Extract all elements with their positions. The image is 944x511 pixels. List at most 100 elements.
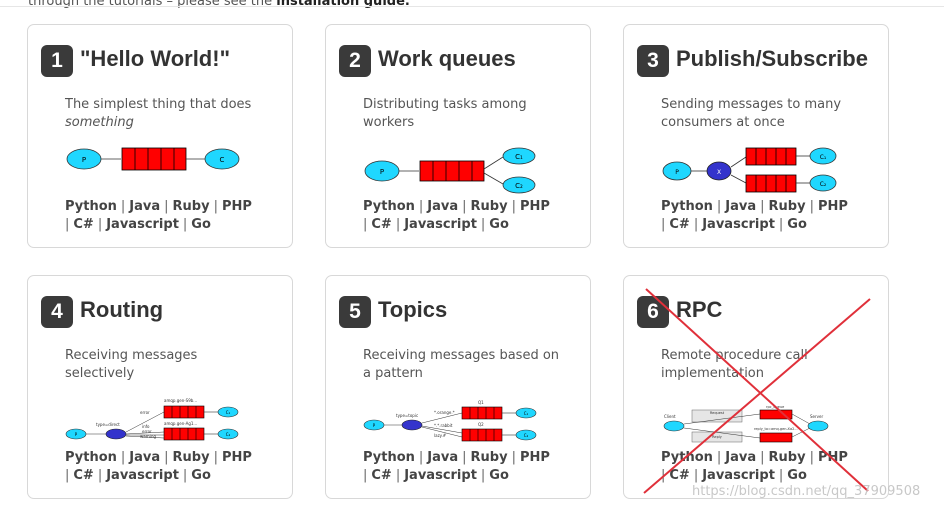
tutorial-card-publish-subscribe[interactable]: 3 Publish/Subscribe Sending messages to … — [623, 24, 889, 248]
lang-ruby[interactable]: Ruby — [768, 199, 806, 214]
exchange-node — [401, 419, 423, 431]
lang-ruby[interactable]: Ruby — [470, 450, 508, 465]
lang-php[interactable]: PHP — [519, 450, 550, 465]
lang-java[interactable]: Java — [427, 199, 459, 214]
tutorial-number: 2 — [339, 45, 371, 77]
producer-label: P — [373, 423, 376, 428]
consumer-2-node — [515, 429, 537, 441]
lang-go[interactable]: Go — [191, 217, 211, 232]
queue-2 — [745, 174, 797, 193]
lang-python[interactable]: Python — [65, 199, 117, 214]
language-links: Python|Java|Ruby|PHP|C#|Javascript|Go — [65, 450, 252, 483]
tutorial-description: Sending messages to many consumers at on… — [661, 97, 842, 130]
lang-ruby[interactable]: Ruby — [470, 199, 508, 214]
queue-2-label: Q2 — [478, 422, 484, 427]
reply-to-label: reply_to=amq.gen-Xa2... — [754, 427, 798, 431]
tutorial-description: Remote procedure call implementation — [661, 348, 808, 381]
exchange-node — [706, 161, 732, 181]
lang-javascript[interactable]: Javascript — [404, 217, 477, 232]
binding-error2-label: error — [142, 429, 152, 434]
consumer-2-node — [502, 176, 536, 194]
lang-javascript[interactable]: Javascript — [404, 468, 477, 483]
lang-csharp[interactable]: C# — [73, 217, 94, 232]
tutorial-title[interactable]: Routing — [80, 297, 164, 322]
consumer-1-label: C₁ — [226, 410, 231, 415]
routing-diagram: P type=direct error info error warning a… — [65, 398, 239, 441]
lang-javascript[interactable]: Javascript — [106, 217, 179, 232]
queue-1 — [745, 147, 797, 166]
tutorial-title[interactable]: Topics — [378, 297, 448, 322]
queue — [121, 147, 187, 171]
lang-python[interactable]: Python — [363, 199, 415, 214]
tutorial-card-routing[interactable]: 4 Routing Receiving messages selectively… — [27, 275, 293, 499]
consumer-2-node — [217, 428, 239, 440]
consumer-1-label: C₁ — [820, 154, 827, 161]
publish-subscribe-diagram: P X C₁ C₂ — [662, 147, 837, 193]
tutorial-card-topics[interactable]: 5 Topics Receiving messages based on a p… — [325, 275, 591, 499]
binding-error-label: error — [140, 410, 150, 415]
lang-go[interactable]: Go — [787, 468, 807, 483]
divider — [0, 6, 944, 7]
consumer-1-node — [515, 407, 537, 419]
consumer-2-label: C₂ — [524, 433, 529, 438]
request-label: Request — [710, 411, 725, 415]
language-links: Python|Java|Ruby|PHP|C#|Javascript|Go — [363, 199, 550, 232]
lang-go[interactable]: Go — [489, 217, 509, 232]
tutorial-card-hello-world[interactable]: 1 "Hello World!" The simplest thing that… — [27, 24, 293, 248]
lang-python[interactable]: Python — [65, 450, 117, 465]
cross-out-mark — [643, 288, 871, 494]
lang-java[interactable]: Java — [427, 450, 459, 465]
lang-csharp[interactable]: C# — [371, 468, 392, 483]
tutorial-title[interactable]: RPC — [676, 297, 723, 322]
lang-csharp[interactable]: C# — [669, 217, 690, 232]
reply-queue — [759, 432, 793, 443]
installation-guide-link[interactable]: installation guide. — [276, 0, 410, 9]
tutorial-title[interactable]: "Hello World!" — [80, 46, 231, 71]
producer-label: P — [82, 156, 86, 164]
lang-php[interactable]: PHP — [817, 450, 848, 465]
hello-world-diagram: P C — [66, 147, 240, 171]
tutorial-title[interactable]: Publish/Subscribe — [676, 46, 868, 71]
lang-ruby[interactable]: Ruby — [768, 450, 806, 465]
language-links: Python|Java|Ruby|PHP|C#|Javascript|Go — [661, 450, 848, 483]
lang-java[interactable]: Java — [129, 199, 161, 214]
lang-php[interactable]: PHP — [221, 199, 252, 214]
tutorial-number: 1 — [41, 45, 73, 77]
reply-box — [691, 431, 743, 443]
consumer-1-label: C₁ — [515, 153, 523, 161]
lang-php[interactable]: PHP — [817, 199, 848, 214]
queue-2-label: amqp.gen-Ag1... — [164, 421, 197, 426]
lang-ruby[interactable]: Ruby — [172, 450, 210, 465]
lang-go[interactable]: Go — [191, 468, 211, 483]
queue-1-label: Q1 — [478, 400, 484, 405]
lang-go[interactable]: Go — [787, 217, 807, 232]
lang-javascript[interactable]: Javascript — [702, 468, 775, 483]
lang-csharp[interactable]: C# — [371, 217, 392, 232]
lang-java[interactable]: Java — [725, 450, 757, 465]
topics-diagram: P type=topic *.orange.* *.*.rabbit lazy.… — [363, 400, 537, 442]
lang-php[interactable]: PHP — [519, 199, 550, 214]
lang-go[interactable]: Go — [489, 468, 509, 483]
binding-key-2-label: *.*.rabbit — [434, 423, 453, 428]
binding-warning-label: warning — [140, 434, 156, 439]
queue-2 — [163, 427, 205, 441]
tutorial-title[interactable]: Work queues — [378, 46, 516, 71]
tutorial-card-rpc[interactable]: 6 RPC Remote procedure call implementati… — [623, 275, 889, 499]
lang-csharp[interactable]: C# — [669, 468, 690, 483]
consumer-1-node — [502, 147, 536, 165]
lang-python[interactable]: Python — [661, 199, 713, 214]
consumer-label: C — [220, 156, 225, 164]
lang-python[interactable]: Python — [363, 450, 415, 465]
lang-ruby[interactable]: Ruby — [172, 199, 210, 214]
lang-java[interactable]: Java — [129, 450, 161, 465]
lang-java[interactable]: Java — [725, 199, 757, 214]
lang-javascript[interactable]: Javascript — [106, 468, 179, 483]
consumer-2-node — [809, 174, 837, 192]
lang-php[interactable]: PHP — [221, 450, 252, 465]
client-label: Client — [664, 414, 676, 419]
lang-javascript[interactable]: Javascript — [702, 217, 775, 232]
tutorial-card-work-queues[interactable]: 2 Work queues Distributing tasks among w… — [325, 24, 591, 248]
lang-python[interactable]: Python — [661, 450, 713, 465]
lang-csharp[interactable]: C# — [73, 468, 94, 483]
language-links: Python|Java|Ruby|PHP|C#|Javascript|Go — [65, 199, 252, 232]
